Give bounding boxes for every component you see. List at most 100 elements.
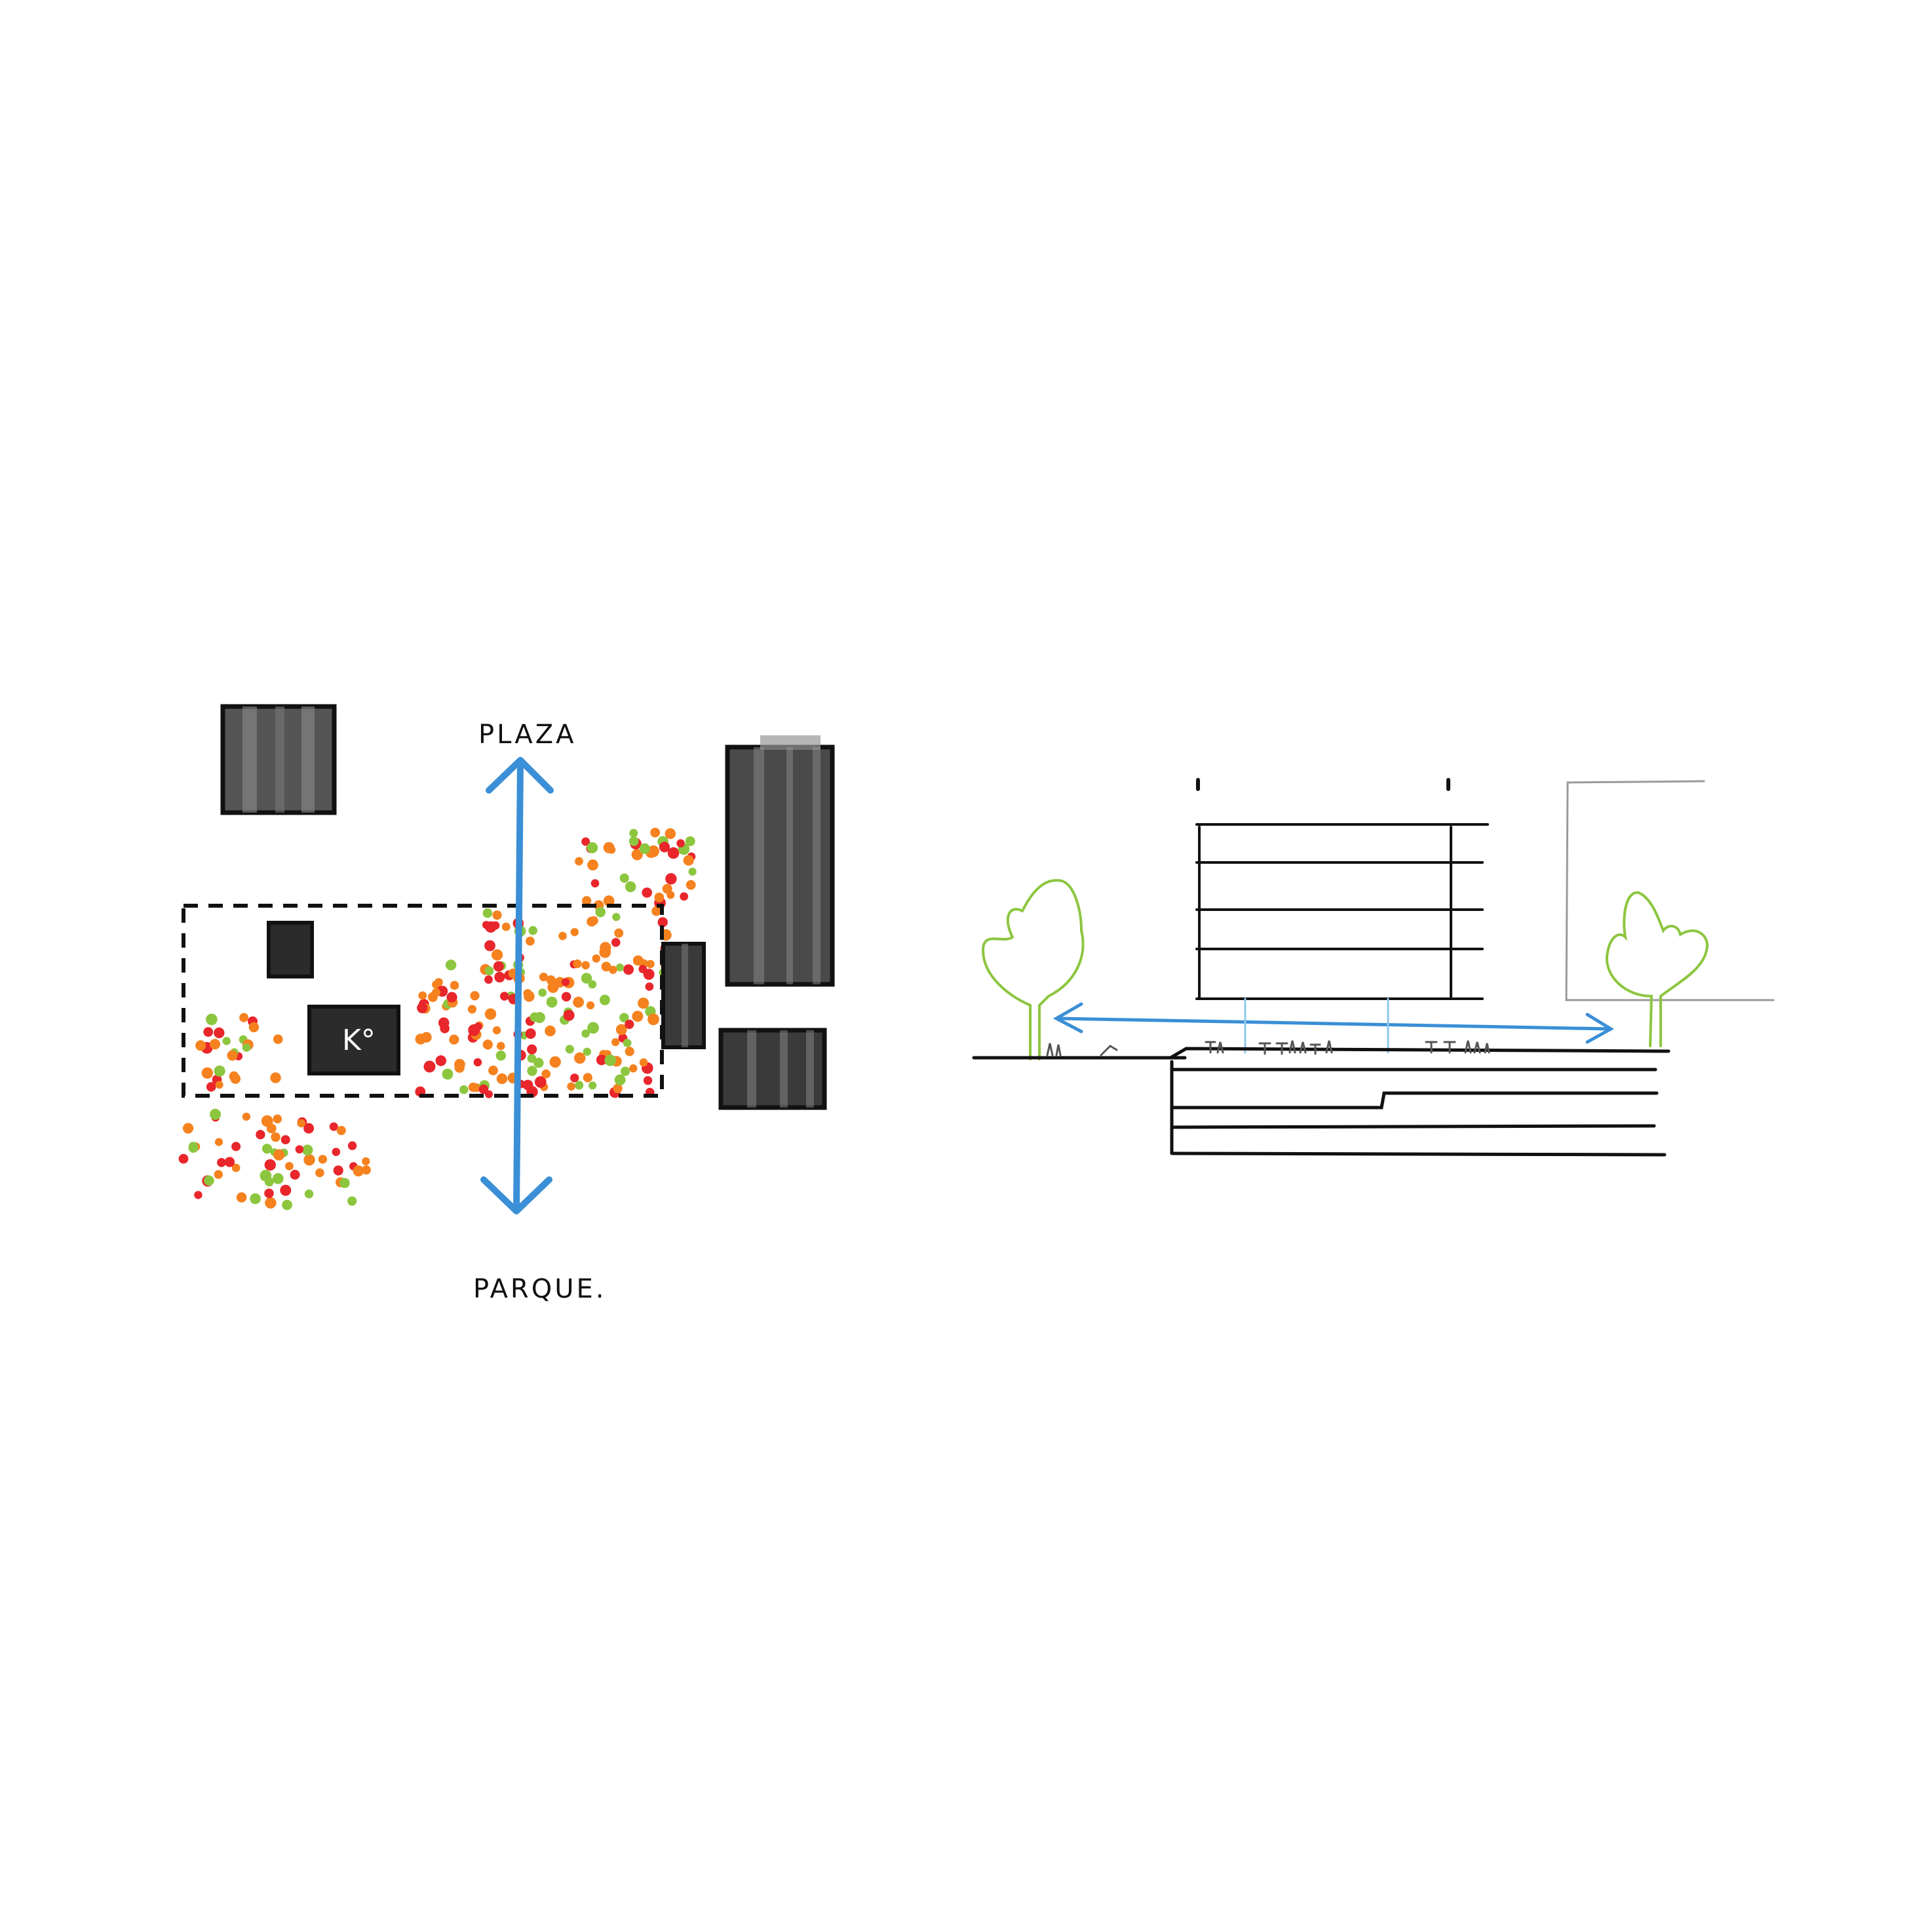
vegetation-dot [303,1123,315,1134]
vegetation-dot [248,1022,260,1033]
vegetation-dot [195,1040,206,1051]
vegetation-dot [209,1039,221,1050]
vegetation-dot [575,1081,584,1090]
vegetation-dot [418,991,427,1000]
vegetation-dot [614,1074,626,1086]
vegetation-dot [599,994,610,1005]
vegetation-dot [494,971,505,983]
vegetation-dot [638,965,647,973]
vegetation-dot [561,992,571,1002]
vegetation-dot [623,964,634,975]
vegetation-dot [604,1054,616,1066]
axis-arrow-vertical [513,757,524,1214]
label-plaza: PLAZA [478,720,576,750]
vegetation-dot [459,1085,469,1094]
vegetation-dot [482,1039,493,1050]
neighbour-building-outline [1565,780,1775,1001]
vegetation-dot [549,1056,561,1068]
vegetation-dot [432,988,441,997]
vegetation-dot [467,1005,477,1014]
vegetation-dot [488,1066,498,1075]
vegetation-dot [650,828,661,838]
vegetation-dot [250,1193,261,1205]
vegetation-dot [242,1043,251,1052]
vegetation-dot [214,1170,223,1179]
vegetation-dot [573,959,582,969]
vegetation-dot [432,980,440,989]
vegetation-dot [583,1073,592,1083]
vegetation-dot [587,842,598,853]
vegetation-dot [685,836,695,847]
vegetation-dot [547,982,559,994]
vegetation-dot [621,1066,630,1076]
vegetation-dot [590,879,600,888]
building-small-square [267,921,314,978]
vegetation-dot [239,1013,249,1022]
vegetation-dot [417,1002,428,1014]
vegetation-dot [445,959,457,971]
vegetation-dot [680,892,689,901]
vegetation-dot [280,1184,292,1196]
vegetation-dot [625,1047,634,1056]
vegetation-dot [473,1058,482,1067]
vegetation-dot [415,1034,427,1045]
vegetation-dot [222,1037,231,1045]
vegetation-dot [318,1155,328,1164]
vegetation-dot [339,1178,350,1188]
vegetation-dot [603,895,615,907]
vegetation-dot [575,857,583,866]
vegetation-dot [665,828,676,840]
axis-arrow-horizontal [1056,1016,1612,1031]
vegetation-dot [484,975,493,984]
vegetation-dot [612,913,621,921]
vegetation-dot [301,1144,313,1156]
vegetation-dot [210,1108,221,1120]
vegetation-dot [353,1165,364,1177]
vegetation-dot [295,1145,304,1154]
site-plan-sketch: K° PLAZA PARQUE. [178,704,835,1304]
vegetation-dot [632,1011,644,1022]
vegetation-dot [280,1135,290,1145]
vegetation-dot [332,1148,341,1156]
vegetation-dot [315,1168,324,1178]
vegetation-dot [629,1064,638,1073]
vegetation-dot [446,992,457,1003]
vegetation-dot [611,938,621,947]
vegetation-dot [643,969,655,980]
vegetation-dot [619,873,629,883]
vegetation-dot [525,1028,536,1039]
vegetation-dot [603,841,615,853]
vegetation-dot [442,1068,454,1080]
vegetation-dot [647,1013,659,1026]
vegetation-dot [573,996,584,1008]
vegetation-dot [178,1153,189,1164]
vegetation-dot [361,1165,371,1175]
vegetation-dot [631,849,643,860]
vegetation-dot [533,1058,544,1068]
vegetation-dot [435,1055,446,1066]
vegetation-dot [227,1050,238,1061]
vegetation-dot [583,1047,591,1056]
vegetation-dot [468,1024,480,1036]
vegetation-dot [188,1142,198,1151]
vegetation-dot [270,1072,281,1083]
vegetation-dot [224,1157,235,1167]
vegetation-dot [206,1082,216,1092]
vegetation-dot [600,942,611,954]
section-sketch [972,778,1775,1157]
vegetation-dot [423,1060,436,1073]
vegetation-dot [264,1188,274,1199]
vegetation-dot [492,910,502,920]
building-top-left [220,704,337,815]
arrow-head-down [480,1176,552,1214]
vegetation-dot [530,1012,540,1022]
vegetation-dot [217,1158,226,1167]
vegetation-dot [484,966,494,976]
vegetation-dot [565,1045,574,1054]
vegetation-dot [587,859,598,871]
vegetation-dot [628,836,639,846]
vegetation-dot [632,955,644,966]
vegetation-dot [581,837,590,846]
vegetation-dot [588,980,597,989]
